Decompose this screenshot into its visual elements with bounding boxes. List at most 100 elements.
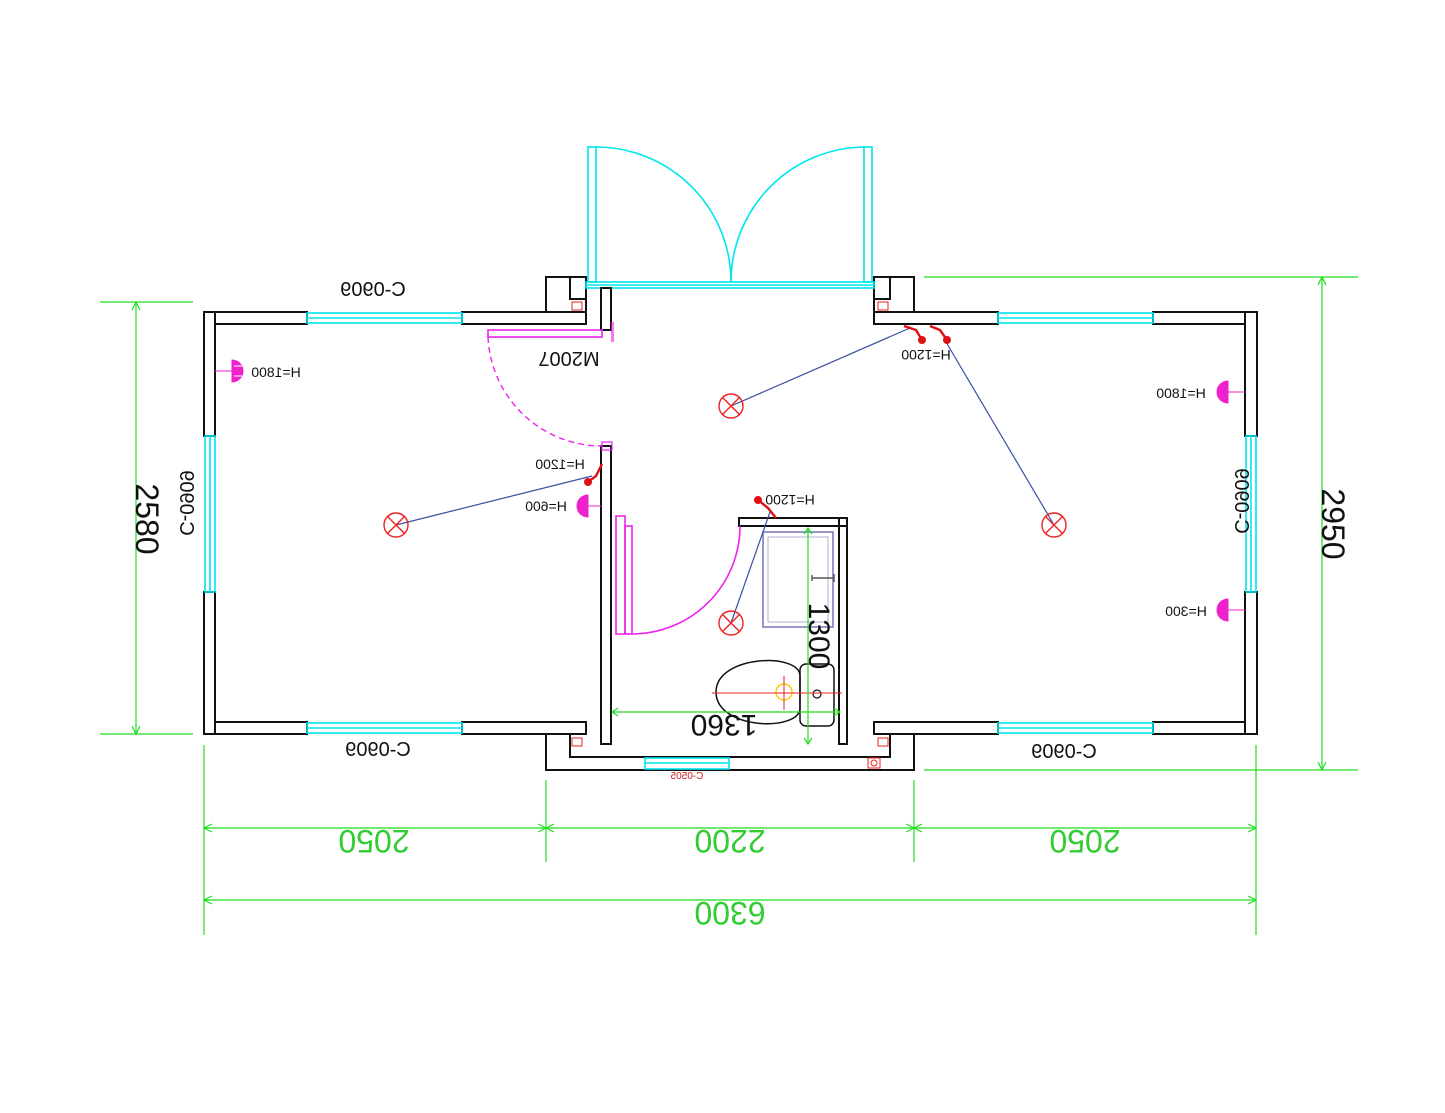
partition-upper — [600, 287, 612, 331]
dim-label-bath-width: 1360 — [691, 708, 758, 741]
entry-jamb-right — [873, 276, 915, 312]
window-label-top-left: C-0909 — [340, 279, 406, 301]
sockets — [215, 359, 1245, 622]
window-label-left-side: C-0909 — [175, 470, 197, 536]
window-bottom-right — [997, 722, 1154, 734]
door-leaf-right — [863, 146, 873, 283]
socket-icon-left-wall — [215, 359, 244, 383]
top-left-wall-a — [214, 311, 308, 325]
switch-label-partition: H=1200 — [535, 456, 585, 472]
window-top-right — [997, 312, 1154, 324]
switch-icon-partition — [584, 463, 604, 486]
column-mark-br — [877, 737, 889, 747]
toilet-icon — [712, 659, 842, 727]
bath-height-arrows — [803, 526, 813, 746]
top-right-wall-b — [1152, 311, 1246, 325]
bottom-left-wall-a — [214, 721, 308, 735]
dim-label-bottom-middle: 2200 — [694, 823, 765, 859]
bottom-right-wall-b — [1152, 721, 1246, 735]
shower-tray — [762, 531, 834, 628]
wire-bath-light — [730, 511, 771, 624]
entry-jamb-right-inner — [873, 276, 891, 300]
bath-door-swing — [631, 525, 741, 635]
socket-icon-right-lower — [1216, 598, 1245, 622]
window-right-side — [1245, 435, 1257, 593]
bottom-left-wall-b — [461, 721, 587, 735]
column-mark-bl — [571, 737, 583, 747]
left-wall-upper — [203, 311, 216, 437]
light-icon-right — [1041, 512, 1067, 538]
column-mark-tr — [877, 301, 889, 311]
door-swing-left — [595, 146, 732, 283]
wiring — [395, 327, 1055, 624]
socket-label-right-upper: H=1800 — [1156, 385, 1206, 401]
socket-label-right-lower: H=300 — [1165, 603, 1207, 619]
bottom-bump-inner — [569, 734, 891, 758]
switches — [584, 324, 951, 519]
entry-double-door — [585, 146, 875, 289]
window-label-right-side: C-0909 — [1230, 468, 1252, 534]
bath-door-leaf — [615, 515, 626, 635]
door-swing-right — [730, 146, 865, 283]
door-m2007-leaf — [487, 329, 603, 338]
windows — [204, 312, 1257, 770]
window-label-bottom-right: C-0909 — [1031, 741, 1097, 763]
right-wall-upper — [1244, 311, 1258, 437]
right-wall-lower — [1244, 591, 1258, 735]
wire-right-light — [945, 341, 1055, 526]
bottom-bump-outer — [545, 734, 915, 771]
labels: C-0909 C-0909 C-0909 C-0909 C-0909 C-050… — [129, 279, 1351, 931]
bath-width-arrows — [610, 707, 842, 717]
bathroom — [610, 515, 848, 746]
window-label-bottom-left: C-0909 — [345, 739, 411, 761]
column-mark-bath — [867, 757, 881, 769]
window-bottom-left — [306, 722, 463, 734]
dim-label-bath-height: 1300 — [802, 603, 835, 670]
entry-jamb-left — [545, 276, 587, 312]
partition-lower — [600, 445, 612, 745]
bottom-right-wall-a — [873, 721, 999, 735]
door-m2007-swing — [487, 336, 603, 447]
switch-icon-top-right — [903, 324, 951, 344]
column-mark-bath-dot — [870, 759, 878, 767]
switch-label-top-right: H=1200 — [901, 347, 951, 363]
dim-label-bottom-left: 2050 — [338, 823, 409, 859]
window-label-bath-small: C-0505 — [670, 771, 703, 782]
wire-center-light — [730, 327, 911, 407]
wire-left-light — [395, 475, 593, 526]
ceiling-lights — [383, 393, 1067, 636]
door-m2007-stop — [601, 441, 613, 451]
dim-label-right-height: 2950 — [1315, 488, 1351, 559]
top-left-wall-b — [461, 311, 587, 325]
dim-label-overall: 6300 — [694, 895, 765, 931]
switch-label-bathroom: H=1200 — [765, 492, 815, 508]
window-left-side — [204, 435, 216, 593]
window-top-left — [306, 312, 463, 324]
dimension-lines — [100, 275, 1358, 935]
socket-label-partition: H=600 — [525, 498, 567, 514]
light-icon-bathroom — [718, 610, 744, 636]
interior-partition — [487, 287, 614, 745]
switch-icon-bathroom — [754, 496, 777, 519]
light-icon-center — [718, 393, 744, 419]
partition-jamb-mark — [611, 322, 614, 342]
top-right-wall-a — [873, 311, 999, 325]
shower-tray-inner — [767, 536, 829, 623]
door-label: M2007 — [538, 347, 599, 369]
shower-head-icon — [811, 574, 835, 582]
light-icon-left — [383, 512, 409, 538]
dim-label-bottom-right: 2050 — [1049, 823, 1120, 859]
socket-icon-partition — [576, 494, 601, 518]
dim-label-left-height: 2580 — [129, 483, 165, 554]
outer-walls — [203, 276, 1258, 771]
entry-jamb-left-inner — [569, 276, 587, 300]
column-mark-tl — [571, 301, 583, 311]
door-leaf-left — [587, 146, 597, 283]
bath-wall-top — [738, 517, 848, 527]
left-wall-lower — [203, 591, 216, 735]
socket-label-left-wall: H=1800 — [251, 364, 301, 380]
socket-icon-right-upper — [1216, 380, 1245, 404]
bath-wall-right — [838, 517, 848, 745]
window-bath-small — [644, 757, 730, 770]
